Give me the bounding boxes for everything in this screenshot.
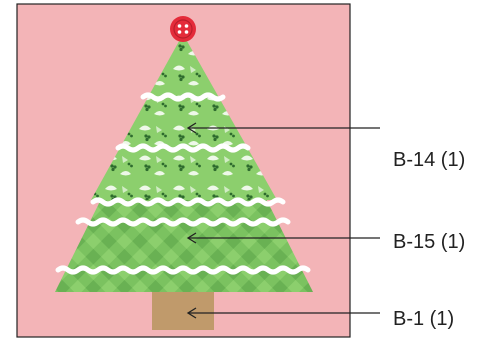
ric-rac-trim xyxy=(140,92,226,102)
tree-trunk xyxy=(152,292,214,330)
label-trunk: B-1 (1) xyxy=(393,308,455,330)
upper-tree-section xyxy=(91,34,277,200)
ric-rac-trim xyxy=(90,197,286,207)
ric-rac-trim xyxy=(55,265,311,275)
ric-rac-trim xyxy=(75,217,291,227)
ric-rac-trim xyxy=(115,143,251,153)
label-upper-section: B-14 (1) xyxy=(393,149,466,171)
label-middle-section: B-15 (1) xyxy=(393,231,466,253)
